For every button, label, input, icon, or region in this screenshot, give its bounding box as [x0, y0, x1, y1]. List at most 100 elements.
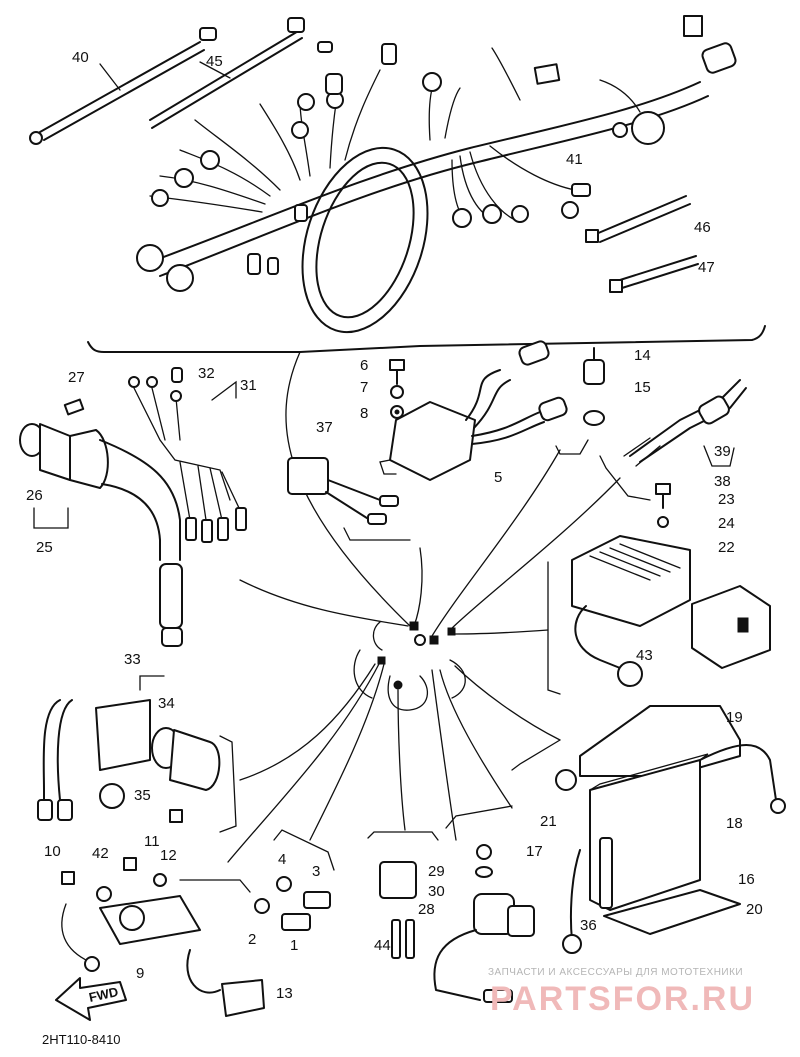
cable-tie-47	[609, 255, 699, 293]
label-37: 37	[316, 419, 333, 436]
diagram-code: 2HT110-8410	[42, 1032, 121, 1047]
grommet-21	[555, 769, 577, 791]
watermark: ЗАПЧАСТИ И АКСЕССУАРЫ ДЛЯ МОТОТЕХНИКИ PA…	[488, 967, 755, 1018]
label-9: 9	[136, 965, 144, 982]
screw-10	[61, 871, 75, 885]
label-32: 32	[198, 365, 215, 382]
washer-30	[475, 866, 493, 878]
connector-37	[287, 457, 411, 541]
label-8: 8	[360, 405, 368, 422]
grommet-12	[153, 873, 167, 887]
label-26: 26	[26, 487, 43, 504]
ignition-coil-9	[61, 879, 251, 972]
label-19: 19	[726, 709, 743, 726]
label-43: 43	[636, 647, 653, 664]
watermark-brand: PARTSFOR.RU	[490, 980, 755, 1018]
washer-24	[657, 516, 669, 528]
starter-relay-28	[433, 805, 535, 1003]
label-24: 24	[718, 515, 735, 532]
battery-16	[589, 744, 786, 911]
label-21: 21	[540, 813, 557, 830]
label-18: 18	[726, 815, 743, 832]
label-12: 12	[160, 847, 177, 864]
label-11: 11	[144, 833, 160, 850]
label-33: 33	[124, 651, 141, 668]
label-25: 25	[36, 539, 53, 556]
tray-20	[603, 889, 741, 935]
svg-text:FWD: FWD	[88, 984, 120, 1005]
bracket-25	[33, 507, 69, 529]
label-41: 41	[566, 151, 583, 168]
label-40: 40	[72, 49, 89, 66]
sensor-14	[583, 347, 605, 385]
screw-11	[123, 857, 137, 871]
connector-43	[691, 585, 771, 669]
band-36	[599, 837, 613, 909]
battery-cover-19	[579, 705, 741, 777]
part-labels: 40 45 41 46 47 6 7 8 14 15 27 32 31 37 5…	[26, 49, 763, 1002]
screw-35	[169, 809, 183, 823]
svg-text:ЗАПЧАСТИ И АКСЕССУАРЫ ДЛЯ МОТО: ЗАПЧАСТИ И АКСЕССУАРЫ ДЛЯ МОТОТЕХНИКИ	[488, 967, 743, 978]
label-46: 46	[694, 219, 711, 236]
label-5: 5	[494, 469, 502, 486]
label-15: 15	[634, 379, 651, 396]
washer-2	[254, 898, 270, 914]
fwd-arrow-icon: FWD	[55, 977, 127, 1021]
gasket-15	[555, 410, 605, 455]
clip-27	[63, 398, 85, 416]
label-7: 7	[360, 379, 368, 396]
bolt-23	[655, 483, 671, 509]
starter-switch-34	[37, 675, 221, 821]
label-30: 30	[428, 883, 445, 900]
label-34: 34	[158, 695, 175, 712]
label-36: 36	[580, 917, 597, 934]
label-10: 10	[44, 843, 61, 860]
label-38: 38	[714, 473, 731, 490]
label-28: 28	[418, 901, 435, 918]
relay-44	[367, 831, 439, 959]
label-1: 1	[290, 937, 298, 954]
washer-4	[276, 876, 292, 892]
label-35: 35	[134, 787, 151, 804]
label-23: 23	[718, 491, 735, 508]
label-16: 16	[738, 871, 755, 888]
label-45: 45	[206, 53, 223, 70]
label-42: 42	[92, 845, 109, 862]
label-29: 29	[428, 863, 445, 880]
label-14: 14	[634, 347, 651, 364]
main-wire-harness	[87, 15, 766, 353]
label-22: 22	[718, 539, 735, 556]
handlebar-switch-26	[19, 423, 183, 647]
terminal-32	[171, 367, 183, 383]
label-13: 13	[276, 985, 293, 1002]
brace-right-lower	[511, 739, 561, 771]
wire-lead-31	[128, 376, 247, 543]
washer-8	[390, 405, 404, 419]
rectifier-22	[547, 535, 691, 695]
switch-3	[273, 829, 335, 909]
label-31: 31	[240, 377, 257, 394]
label-27: 27	[68, 369, 85, 386]
nut-29	[476, 844, 492, 860]
label-39: 39	[714, 443, 731, 460]
label-17: 17	[526, 843, 543, 860]
lead-wire-45	[149, 17, 333, 129]
washer-7	[390, 385, 404, 399]
lead-wire-40	[29, 27, 217, 145]
switch-1	[281, 913, 311, 931]
cable-tie-46	[585, 195, 691, 243]
label-3: 3	[312, 863, 320, 880]
label-4: 4	[278, 851, 286, 868]
harness-38	[599, 379, 747, 501]
bolt-6	[389, 359, 405, 385]
label-2: 2	[248, 931, 256, 948]
label-47: 47	[698, 259, 715, 276]
control-unit-5	[379, 340, 568, 481]
plug-cap-13	[186, 949, 265, 1017]
cable-17	[562, 849, 582, 954]
clip-42	[96, 886, 112, 902]
label-20: 20	[746, 901, 763, 918]
label-6: 6	[360, 357, 368, 374]
label-44: 44	[374, 937, 391, 954]
